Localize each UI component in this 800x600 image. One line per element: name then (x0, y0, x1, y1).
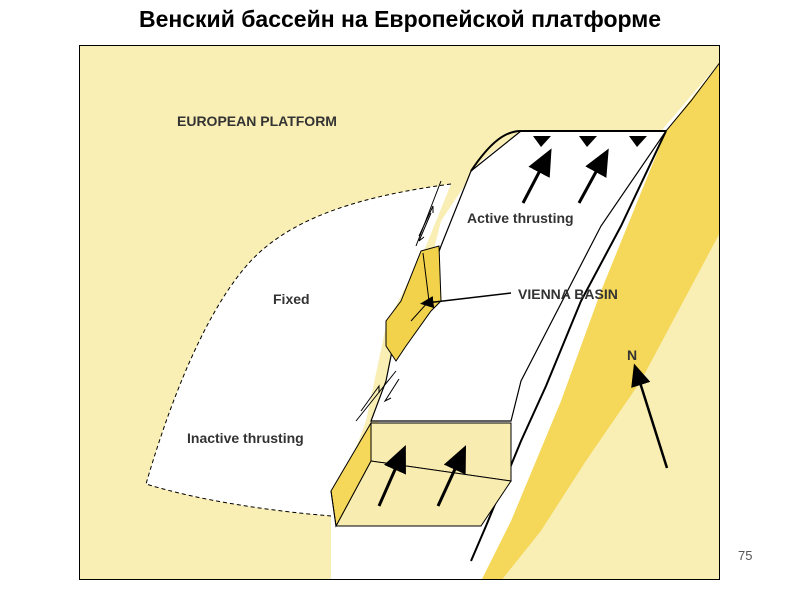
inactive-thrust-arrow-2 (436, 445, 467, 507)
label-fixed: Fixed (273, 291, 310, 307)
diagram-frame: EUROPEAN PLATFORM Active thrusting VIENN… (79, 45, 720, 580)
fixed-region (146, 184, 451, 516)
north-arrow (631, 363, 669, 469)
right-side-face (482, 63, 719, 579)
inactive-block-edge (330, 490, 337, 527)
active-thrust-line (470, 130, 666, 172)
front-edge-line (665, 62, 719, 132)
thrust-front-line (470, 130, 667, 562)
thrust-tooth-3 (629, 136, 647, 147)
strike-slip-arrow-upper-1 (418, 205, 434, 237)
thrust-tooth-1 (533, 136, 551, 147)
label-european-platform: EUROPEAN PLATFORM (177, 113, 337, 129)
page-number: 75 (738, 548, 753, 563)
label-active-thrusting: Active thrusting (467, 210, 574, 226)
diagram-svg: EUROPEAN PLATFORM Active thrusting VIENN… (80, 46, 719, 579)
inactive-thrust-arrow-1 (377, 445, 406, 507)
strike-slip-fault-upper (415, 180, 442, 247)
strike-slip-arrow-lower-2 (383, 378, 400, 403)
strike-slip-arrow-lower-1 (360, 384, 380, 412)
label-north: N (627, 347, 637, 363)
fixed-boundary-dashed-line (145, 183, 452, 517)
active-thrust-arrow-2 (577, 148, 609, 204)
thrust-sheet-top (370, 130, 668, 422)
vienna-basin-fill (385, 245, 442, 362)
label-inactive-thrusting: Inactive thrusting (187, 430, 304, 446)
strike-slip-fault-lower (355, 370, 397, 422)
right-side-face-lower (502, 234, 719, 579)
strike-slip-arrow-upper-2 (418, 212, 432, 242)
slide-title: Венский бассейн на Европейской платформе (138, 6, 662, 32)
vienna-basin-pointer (420, 292, 512, 309)
thrust-tooth-2 (579, 136, 597, 147)
active-thrust-arrow-1 (521, 148, 552, 204)
label-vienna-basin: VIENNA BASIN (518, 286, 618, 302)
